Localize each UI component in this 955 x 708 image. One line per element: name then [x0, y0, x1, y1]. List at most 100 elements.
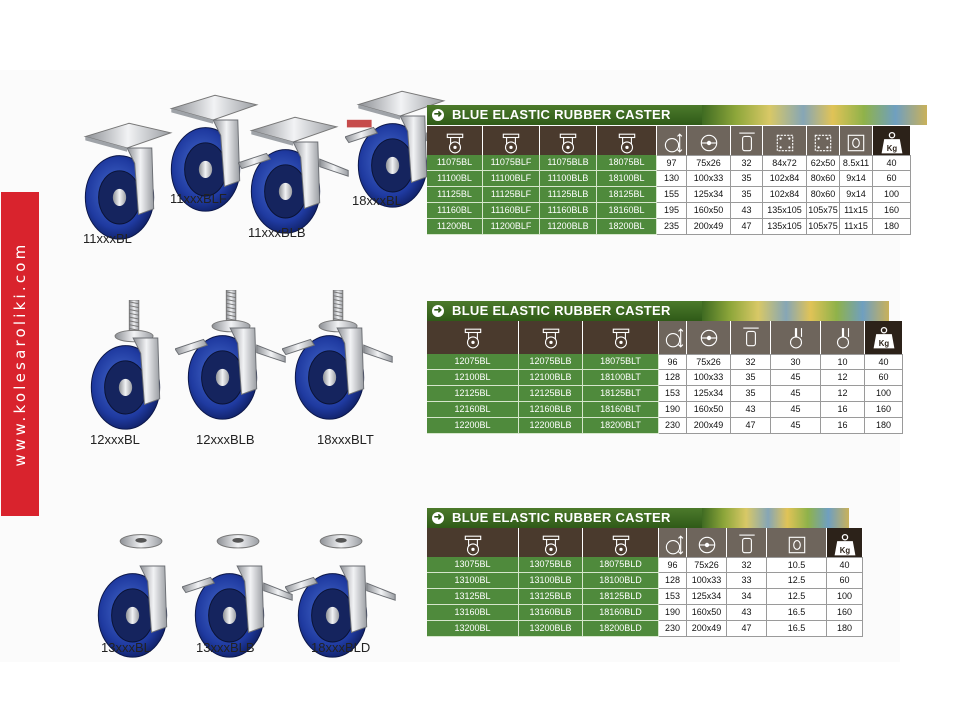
thread-length-icon	[771, 321, 821, 355]
spec-value-cell: 8.5x11	[840, 155, 873, 171]
hole-diameter-icon	[767, 528, 827, 562]
spec-value-cell: 180	[865, 418, 903, 434]
spec-value-cell: 12.5	[767, 589, 827, 605]
arrow-icon: ➜	[432, 109, 444, 121]
product-code-cell: 18125BLT	[583, 386, 659, 402]
product-code-cell: 12100BL	[427, 370, 519, 386]
spec-value-cell: 200x49	[687, 219, 731, 235]
caster-model-label: 11xxxBLB	[248, 225, 306, 240]
spec-value-cell: 45	[771, 418, 821, 434]
table-title: BLUE ELASTIC RUBBER CASTER	[452, 107, 671, 122]
spec-value-cell: 200x49	[687, 621, 727, 637]
spec-value-cell: 100x33	[687, 171, 731, 187]
product-code-cell: 18125BLD	[583, 589, 659, 605]
product-code-cell: 11200BL	[427, 219, 483, 235]
website-url[interactable]: www.kolesaroliki.com	[11, 241, 29, 467]
caster-model-label: 12xxxBL	[90, 432, 140, 447]
product-code-cell: 18100BLD	[583, 573, 659, 589]
spec-value-cell: 32	[731, 155, 763, 171]
product-code-cell: 12160BL	[427, 402, 519, 418]
spec-value-cell: 47	[731, 418, 771, 434]
product-code-cell: 11160BLB	[540, 203, 597, 219]
spec-value-cell: 60	[827, 573, 863, 589]
website-sidebar[interactable]: www.kolesaroliki.com	[1, 192, 39, 516]
spec-value-cell: 125x34	[687, 589, 727, 605]
spec-value-cell: 200x49	[687, 418, 731, 434]
spec-value-cell: 11x15	[840, 219, 873, 235]
product-code-cell: 13100BL	[427, 573, 519, 589]
spec-value-cell: 47	[731, 219, 763, 235]
spec-value-cell: 80x60	[807, 171, 840, 187]
spec-value-cell: 100	[827, 589, 863, 605]
spec-value-cell: 125x34	[687, 187, 731, 203]
svg-text:Kg: Kg	[886, 144, 897, 153]
spec-value-cell: 9x14	[840, 187, 873, 203]
spec-value-cell: 102x84	[763, 171, 807, 187]
product-code-cell: 11125BLF	[483, 187, 540, 203]
arrow-icon: ➜	[432, 305, 444, 317]
spec-value-cell: 12	[821, 370, 865, 386]
table-title-bar: ➜BLUE ELASTIC RUBBER CASTER	[427, 508, 849, 528]
spec-value-cell: 180	[873, 219, 911, 235]
spec-value-cell: 160x50	[687, 402, 731, 418]
product-code-cell: 18125BL	[597, 187, 657, 203]
spec-value-cell: 195	[657, 203, 687, 219]
product-code-cell: 13075BLB	[519, 557, 583, 573]
spec-value-cell: 43	[727, 605, 767, 621]
bolt-hole-icon	[840, 126, 873, 160]
spec-value-cell: 160x50	[687, 605, 727, 621]
spec-value-cell: 32	[727, 557, 767, 573]
product-code-cell: 18200BL	[597, 219, 657, 235]
bolt-hole-double-brake-caster-icon	[583, 528, 659, 562]
spec-value-cell: 43	[731, 402, 771, 418]
spec-value-cell: 34	[727, 589, 767, 605]
spec-value-cell: 180	[827, 621, 863, 637]
spec-value-cell: 160	[865, 402, 903, 418]
spec-value-cell: 75x26	[687, 557, 727, 573]
product-code-cell: 11075BL	[427, 155, 483, 171]
spec-value-cell: 40	[865, 354, 903, 370]
caster-model-label: 18xxxBLT	[317, 432, 374, 447]
product-code-cell: 13200BLB	[519, 621, 583, 637]
spec-value-cell: 96	[659, 354, 687, 370]
spec-value-cell: 130	[657, 171, 687, 187]
spec-value-cell: 128	[659, 370, 687, 386]
product-code-cell: 12100BLB	[519, 370, 583, 386]
wheel-size-icon	[687, 126, 731, 160]
product-code-cell: 12125BLB	[519, 386, 583, 402]
caster-model-label: 11xxxBL	[83, 231, 132, 246]
spec-value-cell: 84x72	[763, 155, 807, 171]
spec-value-cell: 35	[731, 171, 763, 187]
caster-model-label: 18xxxBLD	[311, 640, 371, 655]
table-header: Kg	[427, 321, 903, 355]
load-weight-icon: Kg	[827, 528, 863, 562]
wheel-size-icon	[687, 528, 727, 562]
spec-value-cell: 10.5	[767, 557, 827, 573]
thread-diameter-icon	[821, 321, 865, 355]
spec-value-cell: 105x75	[807, 203, 840, 219]
product-code-cell: 11075BLB	[540, 155, 597, 171]
spec-value-cell: 16.5	[767, 621, 827, 637]
product-code-cell: 18200BLT	[583, 418, 659, 434]
product-code-cell: 13075BL	[427, 557, 519, 573]
caster-photo-11xxxblf	[158, 82, 272, 220]
product-code-cell: 13125BLB	[519, 589, 583, 605]
table-title: BLUE ELASTIC RUBBER CASTER	[452, 510, 671, 525]
spec-value-cell: 35	[731, 386, 771, 402]
spec-value-cell: 43	[731, 203, 763, 219]
spec-value-cell: 190	[659, 402, 687, 418]
spec-value-cell: 60	[865, 370, 903, 386]
spec-value-cell: 75x26	[687, 354, 731, 370]
caster-photo-11xxxblb	[237, 104, 352, 242]
spec-value-cell: 230	[659, 621, 687, 637]
product-code-cell: 12200BLB	[519, 418, 583, 434]
